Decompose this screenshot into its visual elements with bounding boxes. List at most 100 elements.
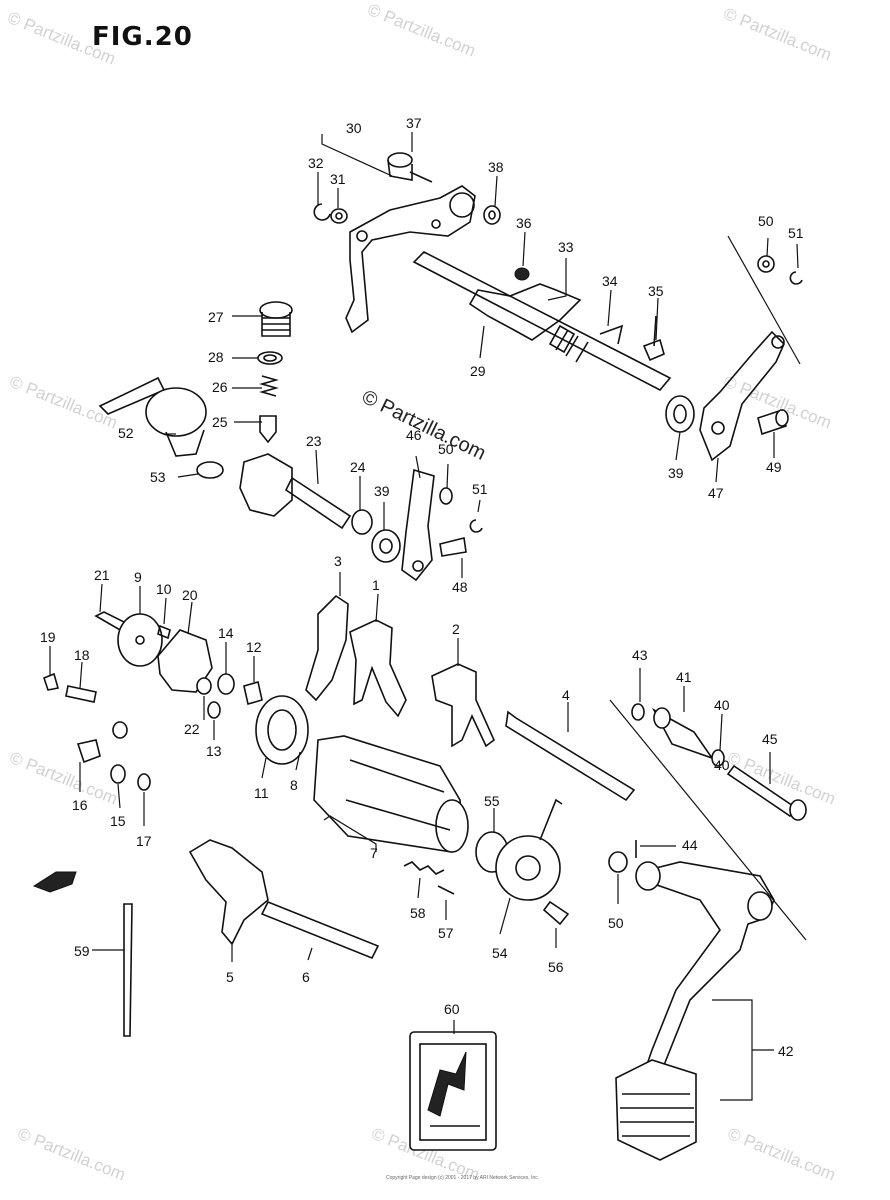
callout-number: 22	[184, 721, 200, 737]
gearshift-lever-42	[615, 861, 775, 1161]
callout-number: 37	[406, 115, 422, 131]
collar-39-mid	[371, 529, 401, 563]
callout-number: 26	[212, 379, 228, 395]
shift-fork-shaft-4	[505, 710, 636, 802]
callout-number: 27	[208, 309, 224, 325]
callout-number: 47	[708, 485, 724, 501]
callout-number: 24	[350, 459, 366, 475]
bearing-retainer-54	[495, 798, 563, 901]
callout-number: 12	[246, 639, 262, 655]
callout-number: 46	[406, 427, 422, 443]
callout-number: 20	[182, 587, 198, 603]
callout-number: 40	[714, 697, 730, 713]
o-ring-53	[196, 461, 224, 479]
copyright-line: Copyright Page design (c) 2001 - 2017 by…	[386, 1175, 539, 1181]
pin-10	[157, 624, 171, 640]
callout-number: 4	[562, 687, 570, 703]
spring-58	[403, 861, 445, 875]
callout-number: 50	[758, 213, 774, 229]
callout-number: 2	[452, 621, 460, 637]
callout-number: 45	[762, 731, 778, 747]
callout-number: 60	[444, 1001, 460, 1017]
figure-title: FIG.20	[92, 22, 193, 52]
callout-number: 55	[484, 793, 500, 809]
washer-13	[207, 701, 221, 719]
callout-number: 39	[374, 483, 390, 499]
callout-number: 25	[212, 414, 228, 430]
pin-18	[65, 685, 97, 703]
bolt-49	[757, 408, 789, 436]
callout-number: 14	[218, 625, 234, 641]
clip-51-mid	[469, 519, 483, 533]
washer-31	[330, 208, 348, 224]
plug-27	[259, 301, 293, 337]
callout-number: 58	[410, 905, 426, 921]
callout-number: 43	[632, 647, 648, 663]
callout-number: 38	[488, 159, 504, 175]
callout-number: 35	[648, 283, 664, 299]
callout-number: 56	[548, 959, 564, 975]
callout-number: 40	[714, 757, 730, 773]
neutral-switch-52	[98, 376, 207, 457]
callout-number: 32	[308, 155, 324, 171]
pin-12	[243, 680, 263, 706]
washer-50-top	[757, 255, 775, 273]
washer-38	[483, 205, 501, 225]
shift-lever-arm-47	[699, 330, 785, 462]
arrow-mark	[32, 871, 77, 893]
callout-number: 5	[226, 969, 234, 985]
spring-34	[599, 324, 624, 345]
pin-25	[259, 415, 277, 444]
callout-number: 28	[208, 349, 224, 365]
callout-number: 18	[74, 647, 90, 663]
bolt-50-mid	[439, 487, 453, 505]
bolt-56	[542, 900, 570, 926]
shift-fork-5	[188, 839, 269, 946]
callout-number: 19	[40, 629, 56, 645]
spring-26	[259, 375, 279, 397]
callout-number: 30	[346, 120, 362, 136]
label-60	[409, 1031, 497, 1151]
callout-number: 7	[370, 845, 378, 861]
callout-number: 52	[118, 425, 134, 441]
copyright-text: Page design (c) 2001 - 2017 by ARI Netwo…	[408, 1175, 540, 1181]
callout-number: 15	[110, 813, 126, 829]
callout-number: 48	[452, 579, 468, 595]
callout-number: 21	[94, 567, 110, 583]
washer-50-bottom	[608, 851, 628, 873]
shift-fork-1	[349, 619, 407, 718]
gearshift-cam-7	[313, 735, 469, 853]
callout-number: 53	[150, 469, 166, 485]
bushing-22	[196, 677, 212, 695]
callout-number: 29	[470, 363, 486, 379]
callout-number: 49	[766, 459, 782, 475]
callout-number: 8	[290, 777, 298, 793]
callout-number: 42	[778, 1043, 794, 1059]
shift-cam-stopper-23	[239, 453, 352, 530]
shift-fork-shaft-6	[260, 900, 380, 960]
callout-number: 44	[682, 837, 698, 853]
callout-number: 57	[438, 925, 454, 941]
washer-36	[514, 267, 530, 281]
small-parts-15-17	[76, 721, 151, 791]
stopper-arm-46	[401, 468, 435, 582]
clip-51-top	[789, 271, 803, 285]
callout-number: 41	[676, 669, 692, 685]
callout-number: 16	[72, 797, 88, 813]
callout-number: 33	[558, 239, 574, 255]
callout-number: 51	[472, 481, 488, 497]
callout-number: 13	[206, 743, 222, 759]
pin-57	[437, 885, 455, 895]
rod-59	[123, 903, 133, 1037]
callout-number: 17	[136, 833, 152, 849]
callout-number: 59	[74, 943, 90, 959]
shift-arm-bracket-30	[345, 185, 476, 334]
shift-fork-3	[305, 594, 349, 702]
callout-number: 11	[254, 785, 269, 801]
callout-number: 31	[330, 171, 346, 187]
bolt-48	[439, 537, 467, 557]
gearshift-shaft-29	[412, 251, 695, 433]
o-ring-43	[631, 703, 645, 721]
